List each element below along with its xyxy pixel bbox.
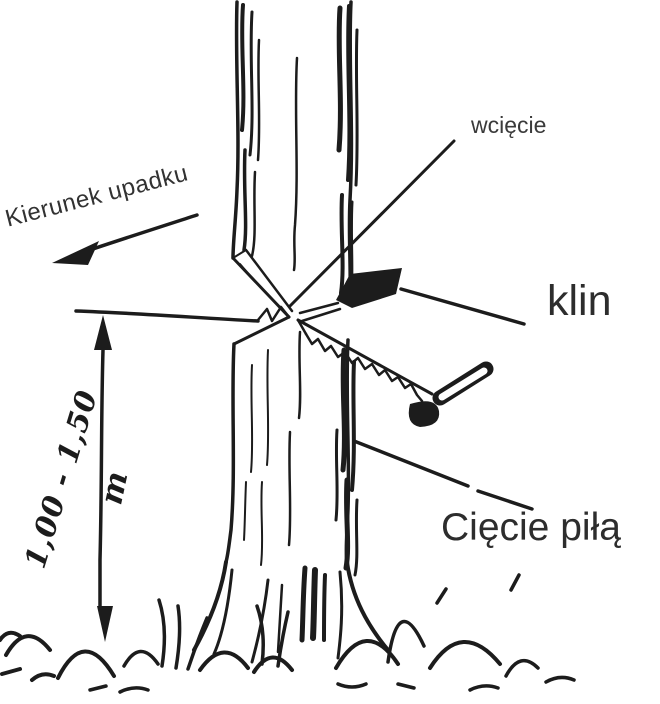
saw — [296, 318, 494, 427]
wedge-shape — [336, 268, 402, 308]
height-dimension — [74, 309, 260, 642]
saw-blade-back — [296, 318, 434, 396]
saw-cut-label: Cięcie piłą — [441, 506, 621, 549]
saw-heel — [408, 401, 440, 427]
dimension-line — [98, 348, 105, 608]
cut-level-line — [74, 309, 260, 323]
saw-teeth — [304, 332, 424, 403]
notch-label: wcięcie — [471, 112, 547, 138]
dimension-arrow-up — [94, 315, 112, 350]
sawcut-pointer-line-2 — [476, 489, 534, 511]
grass — [0, 573, 576, 694]
notch-cut — [231, 248, 294, 346]
back-cut-kerf — [298, 301, 342, 323]
tree-trunk — [192, 0, 390, 664]
height-unit-text: m — [93, 468, 136, 508]
notch-pointer-line — [288, 139, 456, 308]
wedge-label: klin — [547, 277, 612, 325]
sawcut-pointer-line — [352, 439, 470, 488]
wedge-pointer-line — [399, 287, 526, 326]
dimension-arrow-down — [97, 606, 113, 642]
bark-texture — [240, 3, 359, 643]
fall-direction-arrow — [52, 213, 199, 265]
